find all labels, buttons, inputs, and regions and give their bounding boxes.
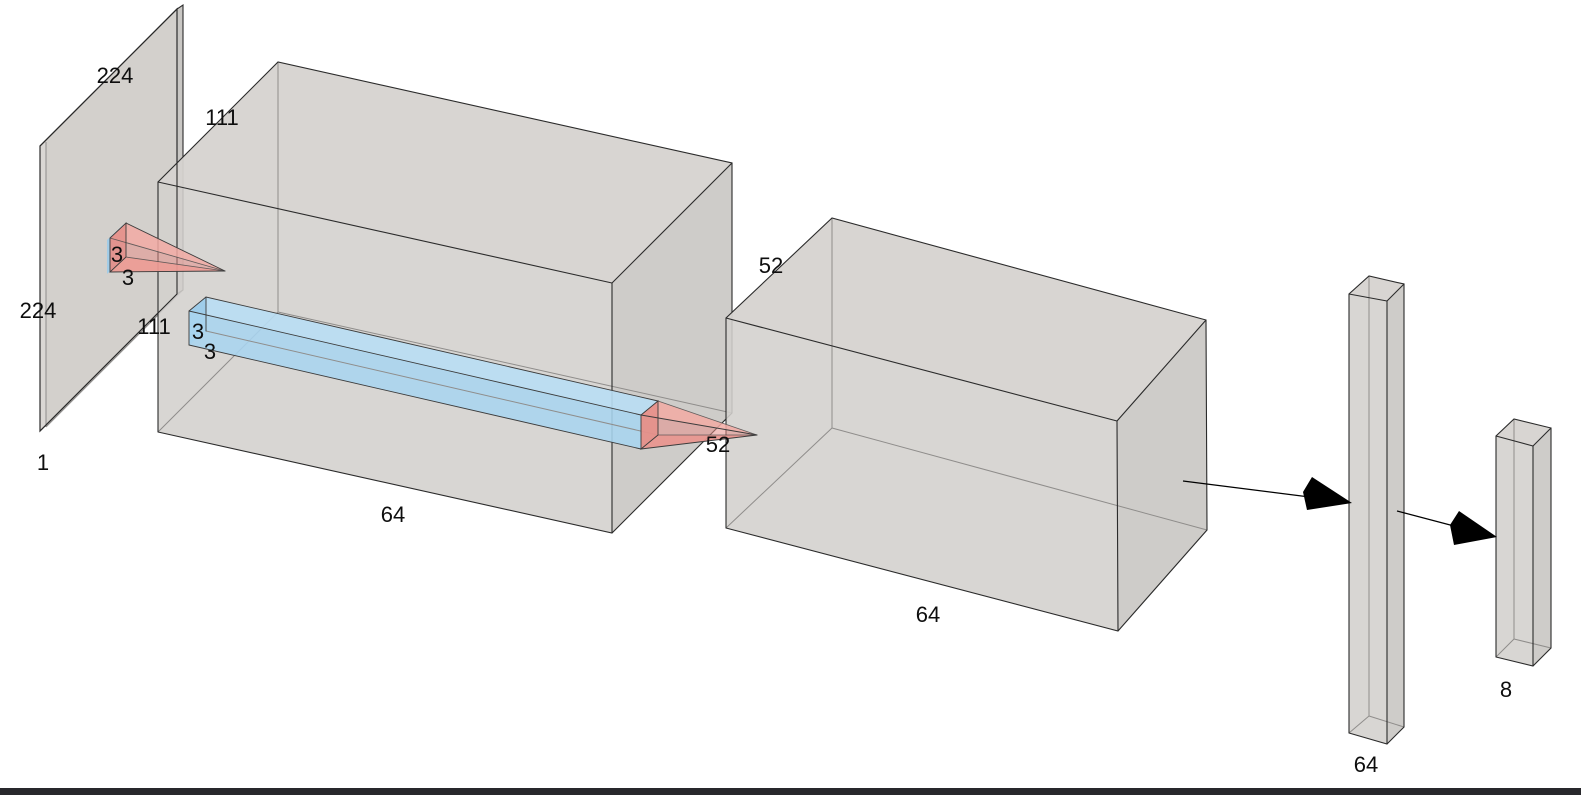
conv2-box-top-face — [726, 218, 1206, 421]
fc-column-right-face — [1387, 284, 1404, 744]
conv1-pyramid-bottom-face — [110, 257, 225, 272]
input-plane-front-outline-overlay — [39, 7, 178, 433]
conv2-box-top-right-edge — [1116, 319, 1207, 422]
conv1-width-label: 64 — [381, 502, 405, 527]
output-column-top-right-edge — [1532, 427, 1552, 447]
conv1-filter-pyramid — [107, 221, 226, 274]
input-layer-plane — [39, 3, 184, 433]
conv2-to-fc-arrow — [1182, 477, 1352, 510]
conv1-box-top-face — [158, 62, 732, 283]
conv2-kernel-bar — [188, 296, 659, 450]
kernel-bar-front-face — [189, 311, 641, 449]
conv2-box-front-face — [726, 318, 1118, 631]
conv2-pyramid-base — [641, 401, 658, 449]
fc-to-output-arrow — [1396, 510, 1497, 545]
conv1-pyramid-edge-3 — [125, 222, 226, 272]
conv2-pyramid-top-face — [641, 401, 757, 435]
fc-to-output-arrowhead-icon — [1450, 511, 1497, 545]
output-column-right-face — [1533, 428, 1551, 666]
conv1-pyramid-edge-2 — [125, 256, 226, 272]
output-layer-column — [1495, 418, 1552, 667]
conv1-pyramid-edge-1 — [109, 237, 226, 272]
kernel1-height-label: 3 — [111, 242, 123, 267]
dimension-labels: 224 224 1 111 111 3 3 3 3 64 52 52 64 64… — [20, 63, 1512, 777]
conv2-depth-label: 52 — [759, 253, 783, 278]
conv2-box-right-face — [1117, 320, 1207, 631]
conv1-pyramid-edge-4 — [109, 270, 226, 273]
input-channels-label: 1 — [37, 450, 49, 475]
kernel2-height-label: 3 — [192, 319, 204, 344]
kernel2-width-label: 3 — [204, 339, 216, 364]
fc-units-label: 64 — [1354, 752, 1378, 777]
conv2-box-front-right-edge — [1116, 420, 1119, 632]
kernel-bar-front-top-edge — [188, 310, 642, 416]
conv1-depth-label: 111 — [205, 105, 238, 130]
conv1-box-top-right-edge — [611, 162, 733, 284]
kernel-bar-hidden-edge — [205, 330, 659, 436]
conv2-pyramid-edge-1 — [657, 400, 758, 436]
kernel-bar-upper-edges — [188, 296, 659, 402]
conv2-box-hidden-edge-3 — [831, 427, 1208, 531]
fc-column-front-top-edge — [1348, 293, 1388, 302]
input-width-label: 224 — [97, 63, 134, 88]
conv2-pyramid-edge-4 — [640, 434, 758, 450]
kernel1-width-label: 3 — [122, 265, 134, 290]
conv1-layer-box — [157, 61, 733, 534]
fc-column-hidden-edge-1 — [1348, 715, 1370, 734]
output-units-label: 8 — [1500, 677, 1512, 702]
bottom-window-edge-bar — [0, 788, 1581, 795]
conv2-pyramid-base-outline — [640, 400, 659, 450]
conv1-box-front-top-edge — [157, 181, 613, 284]
kernel-bar-top-face — [189, 297, 658, 415]
conv2-to-fc-arrowhead-icon — [1303, 477, 1352, 510]
fc-column-front-face — [1349, 294, 1387, 744]
conv2-pyramid-edge-3 — [640, 414, 758, 436]
conv2-width-label: 64 — [916, 602, 940, 627]
input-height-label: 224 — [20, 298, 57, 323]
conv1-pyramid-base-outline — [109, 221, 127, 274]
conv2-box-front-top-edge — [725, 317, 1118, 422]
conv1-pyramid-top-face — [110, 223, 225, 271]
output-column-front-top-edge — [1495, 435, 1534, 447]
conv2-pyramid-side-face — [641, 415, 757, 449]
conv2-height-label: 52 — [706, 432, 730, 457]
input-plane-front-face — [40, 9, 177, 431]
conv2-box-hidden-edge-1 — [725, 427, 833, 529]
fc-column-top-right-edge — [1386, 283, 1405, 302]
conv1-pyramid-base — [110, 223, 126, 272]
output-column-hidden-edge-1 — [1495, 638, 1515, 658]
conv1-box-hidden-edge-3 — [277, 311, 733, 414]
kernel-bar-front-bottom-edge — [188, 344, 642, 450]
conv2-filter-pyramid — [640, 400, 758, 450]
fc-layer-column — [1348, 275, 1405, 745]
conv2-layer-box — [725, 217, 1208, 632]
conv1-height-label: 111 — [137, 314, 170, 339]
